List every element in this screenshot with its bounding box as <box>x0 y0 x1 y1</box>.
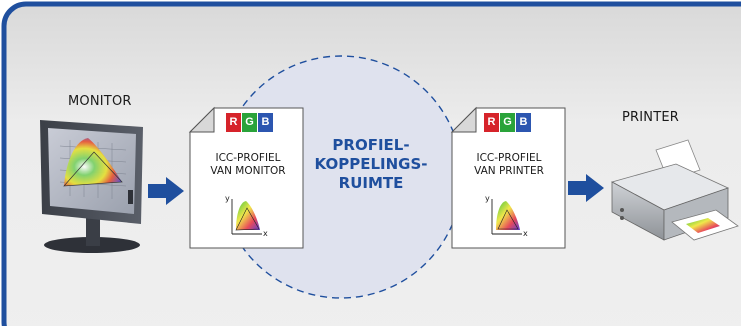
arrow-right-icon <box>568 174 604 202</box>
monitor-profile-title: ICC-PROFIEL VAN MONITOR <box>194 152 302 178</box>
center-line: KOPPELINGS- <box>314 155 428 173</box>
connection-space-label: PROFIEL- KOPPELINGS- RUIMTE <box>291 136 451 193</box>
rgb-r: R <box>484 113 499 132</box>
printer-icon <box>610 139 739 241</box>
axis-x-label: x <box>263 229 268 238</box>
document-icon <box>450 106 566 249</box>
document-icon <box>188 106 304 249</box>
axis-x-label: x <box>523 229 528 238</box>
center-line: PROFIEL- <box>332 136 410 154</box>
arrow-right-icon <box>148 177 184 205</box>
center-line: RUIMTE <box>338 174 404 192</box>
rgb-b: B <box>258 113 273 132</box>
axis-y-label: y <box>485 194 490 203</box>
rgb-g: G <box>242 113 257 132</box>
monitor-icon <box>40 120 143 253</box>
rgb-g: G <box>500 113 515 132</box>
gamut-chart-icon <box>231 199 262 235</box>
printer-profile-title: ICC-PROFIEL VAN PRINTER <box>454 152 564 178</box>
rgb-r: R <box>226 113 241 132</box>
rgb-b: B <box>516 113 531 132</box>
monitor-label: MONITOR <box>68 94 132 109</box>
profile-line: VAN MONITOR <box>210 165 286 177</box>
axis-y-label: y <box>225 194 230 203</box>
profile-line: ICC-PROFIEL <box>215 152 281 164</box>
gamut-chart-icon <box>491 199 522 235</box>
rgb-badge: R G B <box>484 113 532 132</box>
profile-line: VAN PRINTER <box>474 165 544 177</box>
profile-line: ICC-PROFIEL <box>476 152 542 164</box>
rgb-badge: R G B <box>226 113 274 132</box>
printer-label: PRINTER <box>622 110 680 125</box>
